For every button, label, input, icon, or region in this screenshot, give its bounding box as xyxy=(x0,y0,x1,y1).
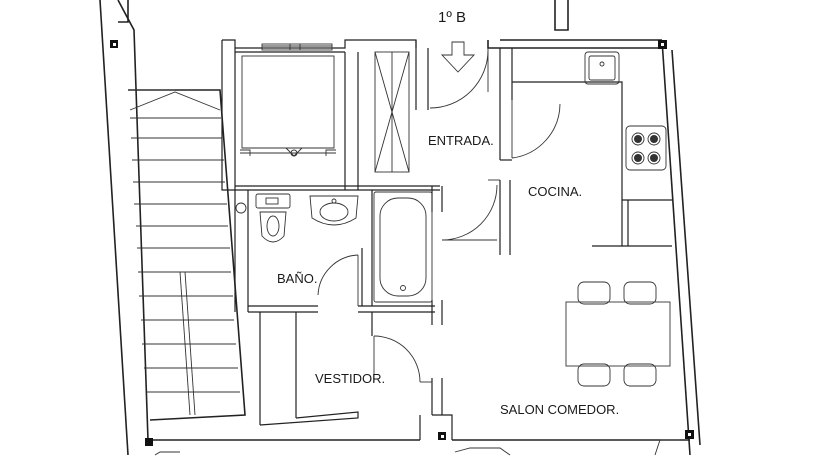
room-label-entrada: ENTRADA. xyxy=(428,133,494,148)
structural-columns xyxy=(110,40,694,446)
room-label-bano: BAÑO. xyxy=(277,271,317,286)
washbasin-icon xyxy=(309,195,359,226)
chair-icon xyxy=(623,281,657,305)
toilet-icon xyxy=(255,193,291,243)
chair-icon xyxy=(577,363,611,387)
entrance-arrow-icon xyxy=(440,41,476,73)
kitchen-sink-icon xyxy=(584,51,620,85)
room-label-vestidor: VESTIDOR. xyxy=(315,371,385,386)
dining-table xyxy=(565,281,671,387)
exterior-walls xyxy=(99,0,701,456)
cooktop-icon xyxy=(625,125,667,171)
doors xyxy=(317,48,561,383)
chair-icon xyxy=(623,363,657,387)
room-label-cocina: COCINA. xyxy=(528,184,582,199)
bathtub-icon xyxy=(373,191,433,303)
elevator xyxy=(240,43,336,157)
bottom-fragments xyxy=(154,439,680,456)
service-shaft xyxy=(374,51,410,173)
bathroom-fixtures xyxy=(235,191,433,303)
unit-title: 1º B xyxy=(438,9,466,26)
chair-icon xyxy=(577,281,611,305)
kitchen-fixtures xyxy=(584,51,667,171)
staircase xyxy=(128,89,246,421)
room-label-salon: SALON COMEDOR. xyxy=(500,402,619,417)
